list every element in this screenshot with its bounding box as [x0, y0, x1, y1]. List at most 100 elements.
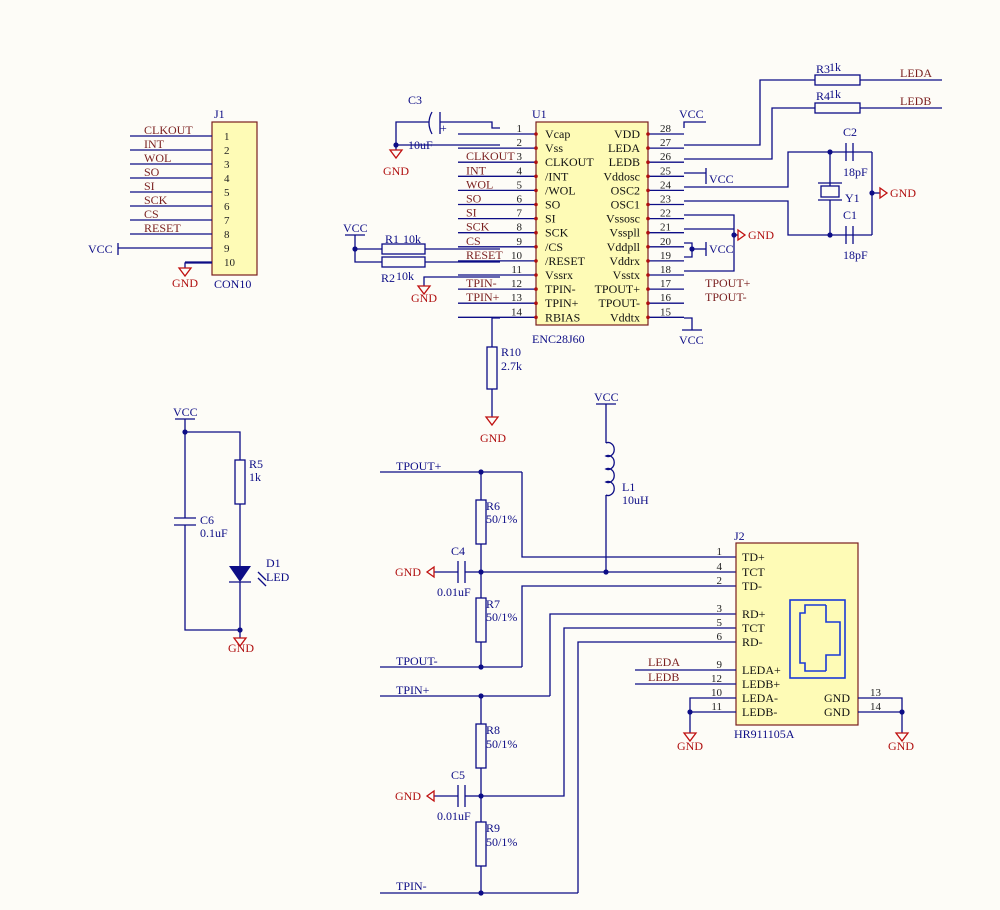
u1-right-net-label: TPOUT+	[705, 276, 751, 290]
c5-value: 0.01uF	[437, 809, 471, 823]
j1-net-label: RESET	[144, 221, 181, 235]
j2-pin-number: 13	[870, 687, 882, 699]
u1-pin-number: 1	[517, 123, 523, 135]
u1-pin-number: 26	[660, 151, 672, 163]
u1-left-net-label: WOL	[466, 177, 493, 191]
j2-pin-number: 6	[717, 631, 723, 643]
j1-pin-number: 9	[224, 243, 230, 255]
u1-left-net-label: TPIN+	[466, 290, 500, 304]
u1-pin-name: SCK	[545, 226, 569, 240]
j1-net-label: WOL	[144, 151, 171, 165]
u1-pin-number: 7	[517, 208, 523, 220]
gnd-label-j2-right: GND	[888, 739, 914, 753]
u1-ref: U1	[532, 107, 547, 121]
j2-pin-number: 11	[711, 701, 722, 713]
led-circuit: VCC R5 1k C6 0.1uF D1 LED	[173, 405, 290, 638]
j1-net-label: CLKOUT	[144, 123, 193, 137]
vcc-label-u1-20: VCC	[709, 242, 734, 256]
rj45-jack-icon	[789, 599, 846, 679]
u1-pin-number: 12	[511, 278, 522, 290]
u1-pin-number: 8	[517, 222, 523, 234]
u1-pin-name: Vsspll	[609, 226, 640, 240]
gnd-icon: GND	[677, 732, 703, 753]
u1-pin-name: TPOUT+	[595, 282, 641, 296]
l1-ref: L1	[622, 480, 635, 494]
d1-ref: D1	[266, 556, 281, 570]
gnd-icon: GND	[888, 732, 914, 753]
j2-value: HR911105A	[734, 727, 795, 741]
u1-pin-number: 21	[660, 222, 671, 234]
u1-pin-name: Vddrx	[609, 254, 640, 268]
gnd-icon: GND	[395, 789, 435, 803]
u1-pin-number: 13	[511, 292, 523, 304]
r6-ref: R6	[486, 499, 500, 513]
j1-pin-number: 2	[224, 145, 230, 157]
u1-pin-number: 28	[660, 123, 672, 135]
r8-value: 50/1%	[486, 737, 517, 751]
r3-value: 1k	[829, 60, 841, 74]
j2-pin-name: LEDB+	[742, 677, 780, 691]
c6-ref: C6	[200, 513, 214, 527]
j2-pin-number: 2	[717, 575, 723, 587]
gnd-label-u1-pll: GND	[748, 228, 774, 242]
u1-pin-number: 3	[517, 151, 523, 163]
gnd-label-c3: GND	[383, 164, 409, 178]
j2-pin-number: 12	[711, 673, 722, 685]
j2-pin-name: GND	[824, 705, 850, 719]
u1-pin-number: 2	[517, 137, 523, 149]
u1-left-net-label: SCK	[466, 220, 490, 234]
u1-pin-number: 5	[517, 179, 523, 191]
j2-ref: J2	[734, 529, 745, 543]
r7-ref: R7	[486, 597, 500, 611]
j1-net-label: INT	[144, 137, 165, 151]
j2-pin-number: 3	[717, 603, 723, 615]
c2-ref: C2	[843, 125, 857, 139]
vcc-label-r1: VCC	[343, 221, 368, 235]
gnd-icon: GND	[480, 416, 506, 445]
j1-ref: J1	[214, 107, 225, 121]
u1-pin-name: SI	[545, 212, 556, 226]
j1-pin-number: 10	[224, 257, 236, 269]
u1-pin-number: 14	[511, 306, 523, 318]
u1-pin-number: 19	[660, 250, 672, 262]
u1-pin-name: Vcap	[545, 127, 570, 141]
y1-ref: Y1	[845, 191, 860, 205]
u1-pin-number: 17	[660, 278, 672, 290]
vcc-label-u1-25: VCC	[709, 172, 734, 186]
u1-pin-number: 9	[517, 236, 523, 248]
u1-pin-number: 18	[660, 264, 672, 276]
gnd-icon: GND	[879, 186, 916, 200]
j1-pin-number: 4	[224, 173, 230, 185]
r10-value: 2.7k	[501, 359, 522, 373]
r9-value: 50/1%	[486, 835, 517, 849]
gnd-label-r2: GND	[411, 291, 437, 305]
j2-pin-number: 5	[717, 617, 723, 629]
j2-pin-name: TD+	[742, 550, 765, 564]
j1-pin-number: 8	[224, 229, 230, 241]
net-label-ledb-u1: LEDB	[900, 94, 931, 108]
u1-pin-number: 6	[517, 194, 523, 206]
u1-pin-name: Vddtx	[610, 310, 640, 324]
u1-pin-name: TPIN-	[545, 282, 576, 296]
j1-pin-number: 3	[224, 159, 230, 171]
u1-pin-number: 20	[660, 236, 672, 248]
u1-left-net-label: CS	[466, 234, 481, 248]
j1-net-label: SI	[144, 179, 155, 193]
resistor-r1-r2: VCC R1 10k R2 10k	[343, 221, 500, 286]
j2-pin-number: 1	[717, 546, 723, 558]
gnd-symbols: GND GND GND GND GND GND GND GND	[172, 149, 916, 803]
u1-pin-name: LEDA	[608, 141, 640, 155]
net-label-leda-j2: LEDA	[648, 655, 680, 669]
r4-value: 1k	[829, 87, 841, 101]
u1-pin-name: Vddosc	[603, 169, 640, 183]
c5-ref: C5	[451, 768, 465, 782]
u1-pin-name: CLKOUT	[545, 155, 594, 169]
u1-pin-name: /RESET	[545, 254, 586, 268]
u1-pin-name: RBIAS	[545, 310, 580, 324]
gnd-label-crystal: GND	[890, 186, 916, 200]
vcc-label-u1-15: VCC	[679, 333, 704, 347]
c4-ref: C4	[451, 544, 465, 558]
